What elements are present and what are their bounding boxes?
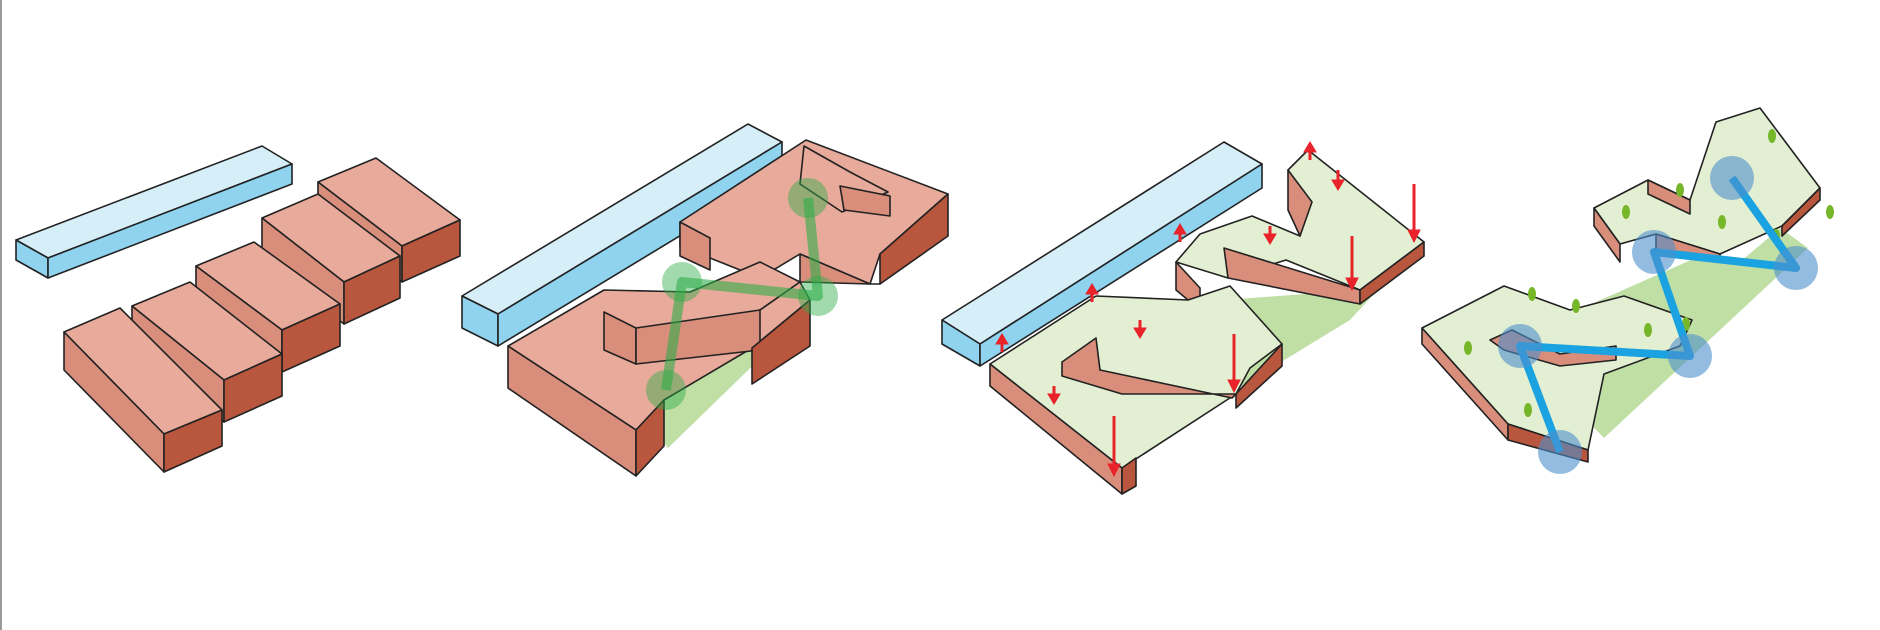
- panel-2-linked-blocks: [461, 123, 949, 477]
- panel-2-node-1: [646, 370, 686, 410]
- panel-2-path-line: [661, 197, 823, 391]
- arrow-up-4-head: [1303, 141, 1317, 153]
- panel-4-trees: [1464, 129, 1834, 417]
- arrow-4-head: [1407, 229, 1421, 244]
- tree-1: [1464, 341, 1472, 355]
- panel-4-green-roofs: [1421, 107, 1834, 474]
- panel-2-water-bar: [461, 123, 783, 347]
- tree-2: [1528, 287, 1536, 301]
- panel-3-front-building: [989, 285, 1283, 495]
- tree-9: [1718, 215, 1726, 229]
- panel-3-water-bar: [941, 141, 1263, 367]
- panel-4-node-4: [1632, 230, 1676, 274]
- panel-1-parallel-blocks: [15, 145, 461, 473]
- panel-4-node-1: [1538, 430, 1582, 474]
- panel-2-node-2: [662, 262, 702, 302]
- panel-2-node-3: [798, 276, 838, 316]
- panel-3-sloped-roofs: [941, 141, 1425, 495]
- tree-8: [1676, 183, 1684, 197]
- tree-12: [1826, 205, 1834, 219]
- panel-2-green-path: [646, 178, 838, 410]
- tree-4: [1644, 323, 1652, 337]
- tree-6: [1524, 403, 1532, 417]
- arrow-up-1-head: [995, 333, 1009, 345]
- panel-3-slope-arrows: [995, 141, 1421, 478]
- panel-1-block-0: [63, 307, 223, 473]
- arrow-2-head: [1227, 379, 1241, 394]
- arrow-6-head: [1133, 327, 1147, 339]
- arrow-up-2-head: [1085, 283, 1099, 295]
- tree-7: [1622, 205, 1630, 219]
- tree-3: [1572, 299, 1580, 313]
- arrow-3-head: [1345, 277, 1359, 292]
- arrow-up-3-head: [1173, 223, 1187, 235]
- panel-4-blue-route: [1498, 156, 1818, 474]
- panel-4-node-3: [1668, 334, 1712, 378]
- arrow-8-head: [1331, 179, 1345, 191]
- panel-4-node-2: [1498, 324, 1542, 368]
- panel-2-front-block: [507, 261, 811, 477]
- arrow-1-head: [1107, 463, 1121, 478]
- panel-1-water-bar: [15, 145, 293, 279]
- arrow-7-head: [1263, 233, 1277, 245]
- panel-2-node-4: [788, 178, 828, 218]
- panel-4-node-5: [1774, 246, 1818, 290]
- arrow-5-head: [1047, 393, 1061, 405]
- left-frame-border: [0, 0, 2, 630]
- panel-4-node-6: [1710, 156, 1754, 200]
- tree-11: [1768, 129, 1776, 143]
